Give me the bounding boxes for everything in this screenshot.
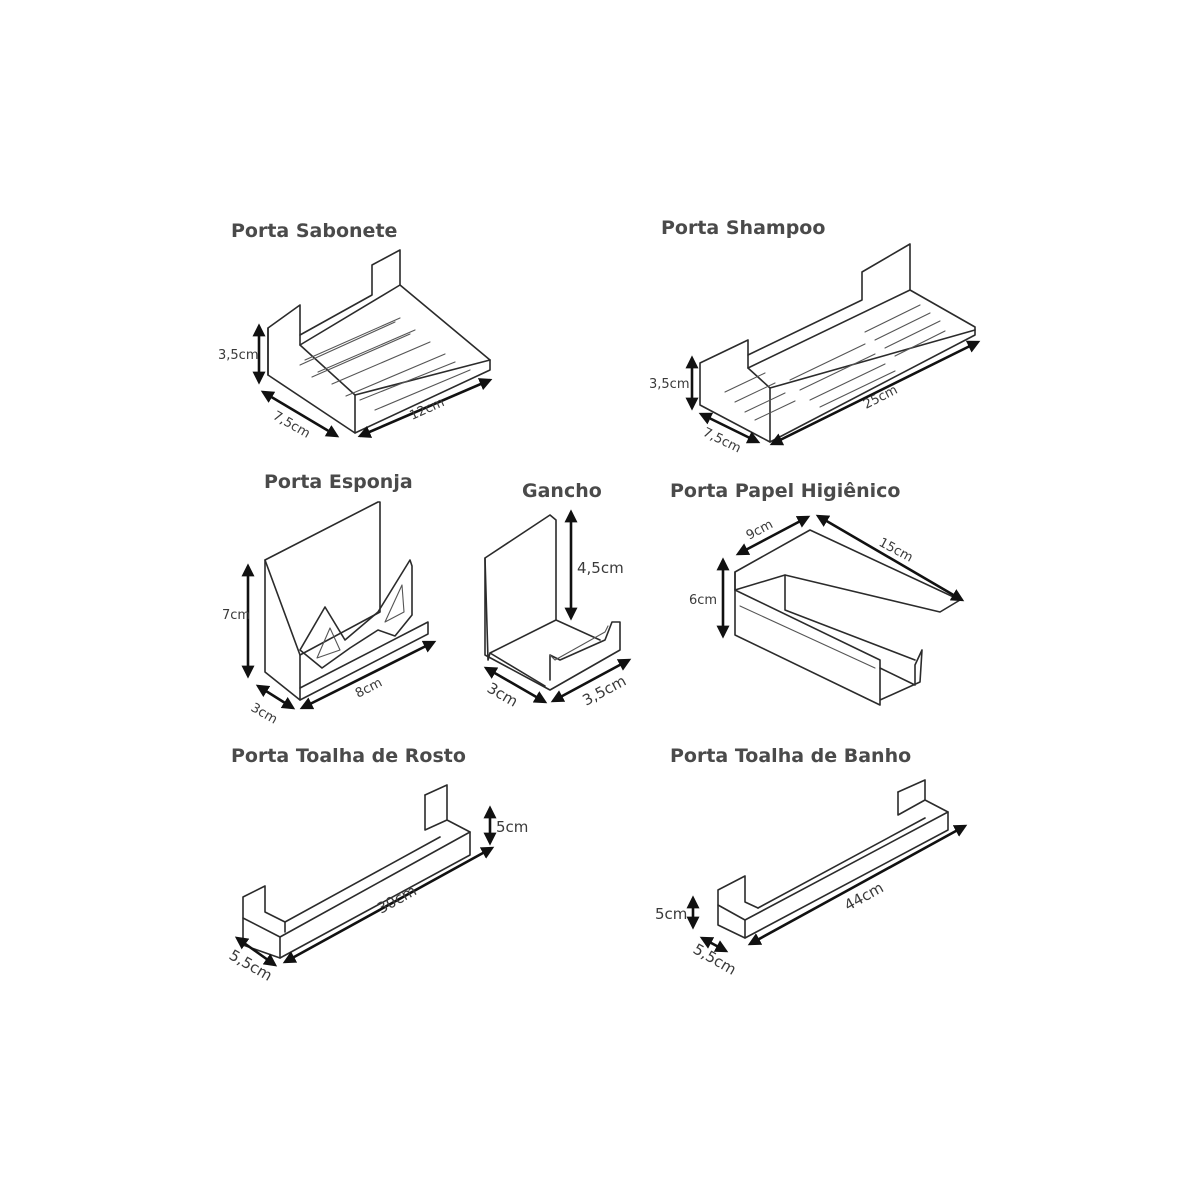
papel-height-label: 6cm (689, 593, 717, 608)
gancho-width-arrow (550, 658, 632, 703)
porta-toalha-rosto-title: Porta Toalha de Rosto (231, 745, 466, 767)
shampoo-depth-arrow (698, 412, 761, 444)
shampoo-width-arrow (769, 340, 981, 446)
papel-width-arrow (815, 514, 965, 602)
shampoo-height-label: 3,5cm (649, 377, 690, 392)
esponja-depth-arrow (255, 684, 296, 710)
gancho-title: Gancho (522, 480, 602, 502)
gancho-depth-arrow (483, 666, 548, 704)
sabonete-depth-arrow (260, 390, 340, 438)
toalha-rosto-height-label: 5cm (496, 818, 528, 836)
porta-esponja-drawing (264, 501, 429, 701)
porta-shampoo-title: Porta Shampoo (661, 217, 825, 239)
sabonete-height-label: 3,5cm (218, 348, 259, 363)
toalha-rosto-width-label: 30cm (374, 881, 419, 917)
gancho-height-label: 4,5cm (577, 559, 624, 577)
porta-toalha-banho-title: Porta Toalha de Banho (670, 745, 911, 767)
toalha-rosto-depth-arrow (234, 936, 278, 967)
porta-toalha-rosto: Porta Toalha de Rosto 5cm 30cm 5,5cm (226, 745, 528, 985)
papel-depth-label: 9cm (744, 517, 776, 543)
gancho-drawing (484, 514, 621, 691)
esponja-depth-label: 3cm (248, 700, 280, 727)
gancho-width-label: 3,5cm (579, 672, 629, 710)
porta-papel-higienico: Porta Papel Higiênico 6cm 9cm 15cm (670, 480, 965, 706)
toalha-banho-depth-arrow (699, 936, 729, 953)
porta-toalha-rosto-drawing (242, 784, 471, 959)
toalha-banho-height-label: 5cm (655, 905, 687, 923)
toalha-rosto-depth-label: 5,5cm (226, 946, 275, 985)
sabonete-width-arrow (357, 378, 493, 438)
porta-shampoo: Porta Shampoo 3,5cm 7,5cm 25cm (649, 217, 981, 456)
esponja-height-label: 7cm (222, 608, 250, 623)
porta-sabonete: Porta Sabonete 3,5cm 7,5cm 12cm (218, 220, 493, 442)
shampoo-width-label: 25cm (861, 383, 900, 413)
porta-toalha-banho: Porta Toalha de Banho 5cm 44cm 5,5cm (655, 745, 968, 979)
gancho: Gancho 4,5cm 3cm 3,5cm (483, 480, 632, 711)
porta-esponja-title: Porta Esponja (264, 471, 413, 493)
porta-sabonete-drawing (267, 249, 491, 434)
papel-depth-arrow (735, 515, 811, 556)
porta-papel-title: Porta Papel Higiênico (670, 480, 901, 502)
porta-sabonete-title: Porta Sabonete (231, 220, 397, 242)
toalha-banho-width-arrow (747, 824, 968, 946)
sabonete-depth-label: 7,5cm (270, 408, 313, 441)
shampoo-depth-label: 7,5cm (700, 425, 743, 456)
toalha-rosto-width-arrow (282, 846, 495, 964)
esponja-width-arrow (299, 640, 437, 710)
porta-toalha-banho-drawing (717, 779, 949, 939)
porta-esponja: Porta Esponja 7cm 3cm 8cm (222, 471, 437, 728)
porta-papel-drawing (734, 529, 961, 706)
